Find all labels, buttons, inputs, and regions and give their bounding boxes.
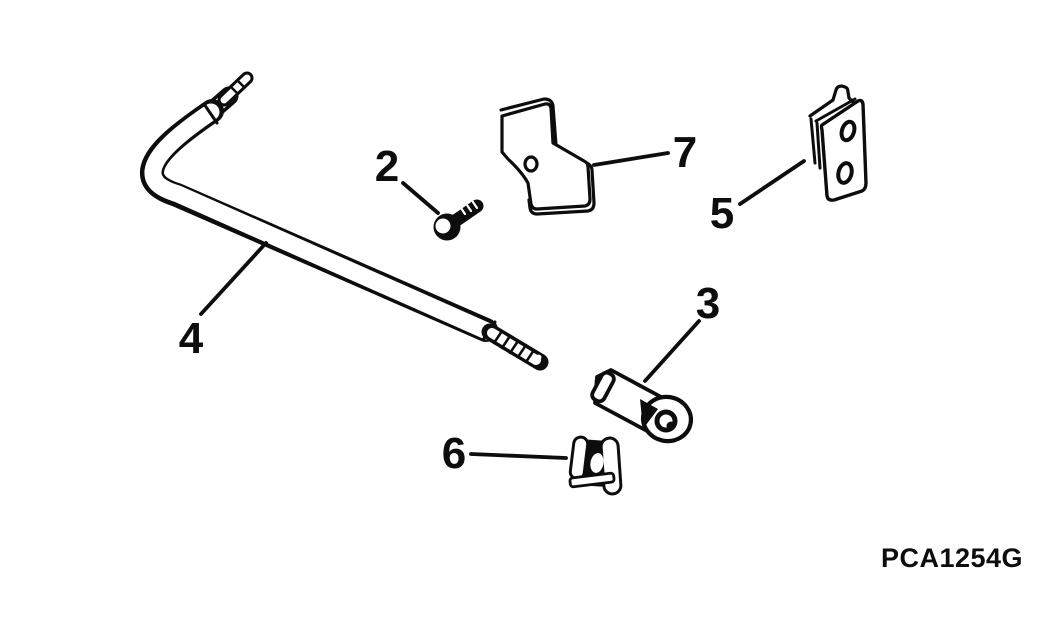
- part-3-rod-end: [590, 368, 694, 444]
- leader-line-3: [643, 319, 701, 383]
- leader-line-7: [592, 151, 670, 167]
- clip-right-flange: [599, 436, 623, 496]
- figure-code: PCA1254G: [881, 543, 1023, 573]
- clip-base-band: [568, 471, 616, 489]
- part-6-clip-nut: [568, 435, 623, 496]
- leader-line-4: [199, 241, 268, 316]
- bracket-face: [500, 102, 592, 211]
- leader-lines: [199, 151, 806, 460]
- part-4-control-rod: [140, 71, 549, 371]
- callout-label-2: 2: [375, 142, 399, 191]
- bracket5-hole-top: [839, 119, 857, 143]
- bracket5-hole-bottom: [836, 161, 854, 185]
- part-7-offset-bracket: [499, 97, 596, 216]
- leader-line-6: [469, 452, 568, 460]
- clip-left-flange: [568, 435, 590, 481]
- callout-label-7: 7: [673, 128, 697, 177]
- callout-label-3: 3: [696, 279, 720, 328]
- callout-label-5: 5: [710, 189, 734, 238]
- leader-line-2: [401, 181, 440, 215]
- part-2-screw: [433, 199, 484, 241]
- leader-line-5: [738, 159, 806, 206]
- part-5-bracket: [808, 84, 868, 202]
- clip-hole: [590, 453, 604, 473]
- callout-label-4: 4: [179, 314, 204, 363]
- rod-end-face: [590, 370, 616, 404]
- bracket-hole: [523, 155, 539, 173]
- callout-label-6: 6: [442, 429, 466, 478]
